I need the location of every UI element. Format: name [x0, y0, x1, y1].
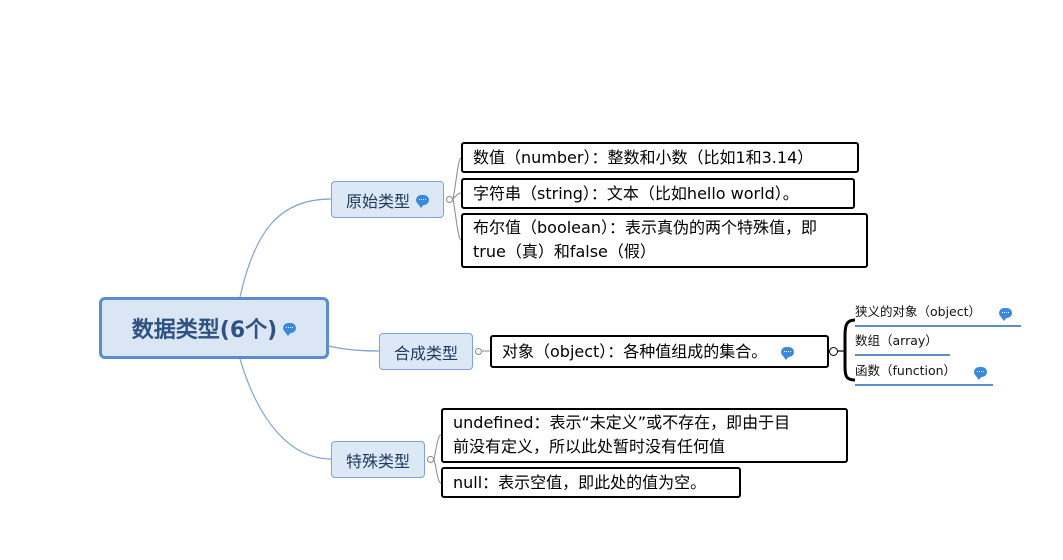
note-icon[interactable] [781, 346, 795, 360]
subitem-label: 狭义的对象（object） [855, 304, 982, 319]
connector-object-bracket [843, 318, 856, 382]
subitem-array[interactable]: 数组（array） [855, 330, 950, 356]
subitem-label: 函数（function） [855, 363, 957, 378]
leaf-object[interactable]: 对象（object）：各种值组成的集合。 [490, 335, 829, 368]
leaf-text-line-2: 前没有定义，所以此处暂时没有任何值 [453, 437, 726, 456]
note-icon[interactable] [999, 307, 1013, 321]
note-icon[interactable] [974, 366, 988, 380]
leaf-text: 对象（object）：各种值组成的集合。 [502, 341, 768, 361]
central-topic-label: 数据类型(6个) [131, 318, 278, 343]
connector-root-special [239, 358, 332, 460]
subitem-function[interactable]: 函数（function） [855, 360, 993, 386]
leaf-string[interactable]: 字符串（string）：文本（比如hello world）。 [461, 178, 855, 209]
leaf-number[interactable]: 数值（number）：整数和小数（比如1和3.14） [461, 142, 859, 173]
leaf-null[interactable]: null：表示空值，即此处的值为空。 [441, 467, 741, 498]
connector-special-null [433, 458, 442, 484]
collapse-toggle-icon[interactable] [829, 347, 838, 356]
connector-special-undefined [433, 434, 442, 460]
note-icon[interactable] [283, 323, 297, 336]
subitem-plain-object[interactable]: 狭义的对象（object） [855, 301, 1021, 327]
connector-primitive-number [452, 157, 462, 200]
branch-label: 合成类型 [393, 343, 458, 363]
branch-label: 原始类型 [345, 191, 410, 211]
collapse-toggle-icon[interactable] [475, 348, 482, 355]
leaf-text-line-1: undefined：表示“未定义”或不存在，即由于目 [453, 413, 791, 432]
connector-primitive-boolean [452, 198, 462, 241]
note-icon[interactable] [416, 194, 429, 208]
leaf-text-line-1: 布尔值（boolean）：表示真伪的两个特殊值，即 [473, 218, 817, 237]
branch-primitive-types[interactable]: 原始类型 [331, 181, 444, 218]
branch-special-types[interactable]: 特殊类型 [331, 441, 425, 478]
leaf-text: 数值（number）：整数和小数（比如1和3.14） [473, 147, 814, 167]
leaf-text: 字符串（string）：文本（比如hello world）。 [473, 183, 799, 203]
branch-composite-types[interactable]: 合成类型 [379, 333, 473, 370]
leaf-text-line-2: true（真）和false（假） [473, 242, 656, 261]
branch-label: 特殊类型 [345, 451, 410, 471]
subitem-label: 数组（array） [855, 333, 938, 348]
connector-root-composite [328, 345, 380, 352]
leaf-boolean[interactable]: 布尔值（boolean）：表示真伪的两个特殊值，即 true（真）和false（… [461, 213, 868, 268]
central-topic[interactable]: 数据类型(6个) [99, 297, 329, 359]
collapse-toggle-icon[interactable] [446, 196, 453, 203]
connector-primitive-string [452, 192, 462, 200]
collapse-toggle-icon[interactable] [427, 456, 434, 463]
connector-root-primitive [239, 198, 332, 298]
leaf-text: null：表示空值，即此处的值为空。 [453, 472, 707, 492]
leaf-undefined[interactable]: undefined：表示“未定义”或不存在，即由于目 前没有定义，所以此处暂时没… [441, 408, 848, 463]
